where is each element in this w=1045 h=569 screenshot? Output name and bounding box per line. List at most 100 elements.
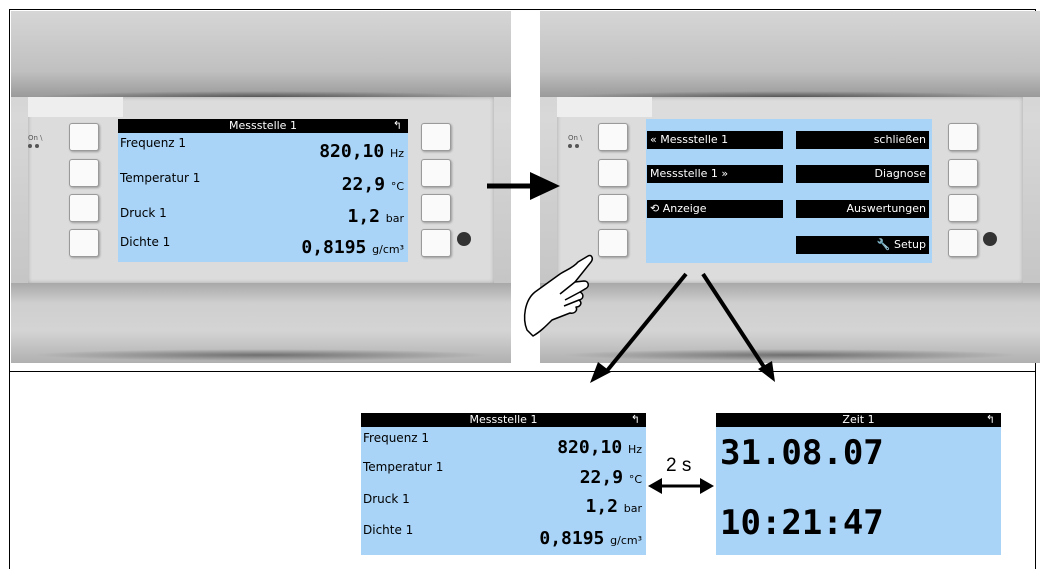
menu-button-evaluations[interactable]: Auswertungen: [796, 200, 929, 218]
menu-button-next-measuring-point[interactable]: Messstelle 1 »: [647, 165, 783, 183]
row-value: 820,10 Hz: [557, 437, 642, 458]
value-unit: g/cm³: [372, 243, 404, 256]
lcd-title: Messstelle 1: [469, 413, 538, 426]
soft-key-right-2[interactable]: [421, 159, 451, 187]
row-label: Druck 1: [363, 492, 410, 506]
led-indicator: [568, 144, 572, 148]
value-number: 1,2: [347, 206, 381, 227]
row-label: Temperatur 1: [120, 171, 201, 185]
row-value: 1,2 bar: [586, 496, 643, 517]
time-value: 10:21:47: [720, 503, 884, 543]
lcd-title-bar: Messstelle 1 ↰: [361, 413, 646, 427]
row-label: Dichte 1: [120, 235, 171, 249]
flow-arrowhead: [758, 361, 775, 382]
value-unit: Hz: [389, 147, 404, 160]
lcd-measurement-screen-large: Messstelle 1 ↰ Frequenz 1 820,10 Hz Temp…: [361, 413, 646, 555]
on-led-label: On \: [568, 134, 583, 142]
flow-arrow-down-left: [604, 272, 688, 374]
row-label: Temperatur 1: [363, 460, 444, 474]
lcd-measurement-screen: Messstelle 1 ↰ Frequenz 1 820,10 Hz Temp…: [118, 119, 408, 262]
device-right: On \ « Messstelle 1 Messstelle 1 » ⟲ Anz…: [540, 11, 1040, 363]
row-label: Frequenz 1: [363, 431, 430, 445]
led-indicator: [35, 144, 39, 148]
value-unit: bar: [623, 502, 642, 515]
menu-button-prev-measuring-point[interactable]: « Messstelle 1: [647, 131, 783, 149]
panel-strip: [28, 97, 123, 117]
led-indicator: [28, 144, 32, 148]
navigator-knob[interactable]: [457, 232, 471, 246]
lcd-title-bar: Zeit 1 ↰: [716, 413, 1001, 427]
row-label: Dichte 1: [363, 523, 414, 537]
double-arrowhead-right: [700, 478, 714, 494]
on-led-label: On \: [28, 134, 43, 142]
bottom-shadow: [31, 349, 491, 361]
device-bottom-bezel: [11, 283, 511, 363]
wrench-icon: 🔧: [876, 238, 891, 251]
soft-key-left-3[interactable]: [69, 194, 99, 222]
flow-arrowhead: [530, 172, 560, 200]
device-left: On \ Messstelle 1 ↰ Frequenz 1 820,10 Hz…: [11, 11, 511, 363]
navigator-knob[interactable]: [983, 232, 997, 246]
row-value: 22,9 °C: [342, 174, 404, 195]
soft-key-left-2[interactable]: [598, 159, 628, 187]
value-number: 1,2: [585, 496, 619, 517]
device-top-bezel: [540, 11, 1040, 97]
menu-button-display[interactable]: ⟲ Anzeige: [647, 200, 783, 218]
menu-button-close[interactable]: schließen: [796, 131, 929, 149]
pointing-hand-icon: [523, 254, 593, 337]
row-value: 0,8195 g/cm³: [301, 237, 404, 258]
value-unit: g/cm³: [610, 534, 642, 547]
led-indicator: [575, 144, 579, 148]
soft-key-left-4[interactable]: [69, 229, 99, 257]
lcd-time-screen: Zeit 1 ↰ 31.08.07 10:21:47: [716, 413, 1001, 555]
bottom-shadow: [560, 349, 1020, 361]
value-number: 22,9: [579, 467, 624, 488]
soft-key-right-3[interactable]: [948, 194, 978, 222]
row-value: 22,9 °C: [580, 467, 642, 488]
soft-key-right-4[interactable]: [948, 229, 978, 257]
soft-key-right-3[interactable]: [421, 194, 451, 222]
soft-key-right-2[interactable]: [948, 159, 978, 187]
transition-time-label: 2 s: [666, 455, 692, 476]
row-value: 1,2 bar: [348, 206, 405, 227]
flow-arrowhead: [590, 362, 611, 383]
soft-key-right-1[interactable]: [948, 123, 978, 151]
lcd-title: Messstelle 1: [229, 119, 297, 132]
soft-key-left-1[interactable]: [69, 123, 99, 151]
date-value: 31.08.07: [720, 433, 884, 473]
double-arrowhead-left: [648, 478, 662, 494]
value-number: 0,8195: [301, 237, 367, 258]
value-unit: bar: [385, 212, 404, 225]
value-number: 22,9: [341, 174, 386, 195]
lcd-menu-screen: « Messstelle 1 Messstelle 1 » ⟲ Anzeige …: [646, 119, 932, 263]
divider-line: [9, 371, 1036, 372]
return-arrow-icon[interactable]: ↰: [985, 413, 995, 426]
lcd-title: Zeit 1: [842, 413, 875, 426]
device-top-bezel: [11, 11, 511, 97]
setup-label: Setup: [893, 238, 926, 251]
row-label: Frequenz 1: [120, 136, 187, 150]
menu-button-diagnose[interactable]: Diagnose: [796, 165, 929, 183]
value-number: 820,10: [319, 141, 385, 162]
soft-key-left-1[interactable]: [598, 123, 628, 151]
row-value: 820,10 Hz: [319, 141, 404, 162]
panel-strip: [557, 97, 652, 117]
value-unit: °C: [628, 473, 642, 486]
soft-key-right-4[interactable]: [421, 229, 451, 257]
soft-key-right-1[interactable]: [421, 123, 451, 151]
soft-key-left-3[interactable]: [598, 194, 628, 222]
row-label: Druck 1: [120, 206, 167, 220]
flow-arrow-down-right: [701, 272, 768, 372]
lcd-title-bar: Messstelle 1 ↰: [118, 119, 408, 133]
soft-key-left-2[interactable]: [69, 159, 99, 187]
return-arrow-icon[interactable]: ↰: [392, 119, 402, 132]
menu-button-setup[interactable]: 🔧 Setup: [796, 236, 929, 254]
return-arrow-icon[interactable]: ↰: [630, 413, 640, 426]
value-unit: °C: [390, 180, 404, 193]
value-number: 0,8195: [539, 528, 605, 549]
row-value: 0,8195 g/cm³: [539, 528, 642, 549]
soft-key-left-4[interactable]: [598, 229, 628, 257]
value-unit: Hz: [627, 443, 642, 456]
value-number: 820,10: [557, 437, 623, 458]
